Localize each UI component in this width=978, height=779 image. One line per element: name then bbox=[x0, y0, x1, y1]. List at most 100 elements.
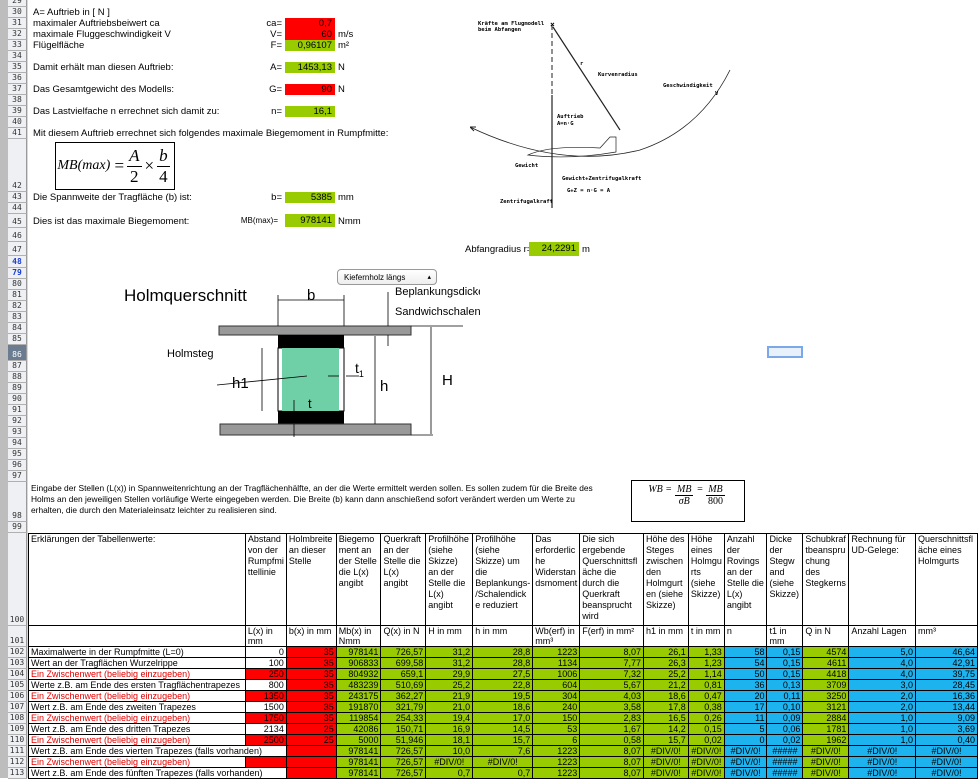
cell-l-x-in-mm[interactable]: 1500 bbox=[244, 701, 287, 713]
row-header-109[interactable]: 109 bbox=[8, 724, 27, 735]
row-header-96[interactable]: 96 bbox=[8, 460, 27, 471]
row-header-41[interactable]: 41 bbox=[8, 128, 27, 139]
row-header-37[interactable]: 37 bbox=[8, 84, 27, 95]
row-header-111[interactable]: 111 bbox=[8, 746, 27, 757]
row-header-42[interactable]: 42 bbox=[8, 139, 27, 192]
cell-b-x-in-mm[interactable]: 35 bbox=[285, 690, 337, 702]
row-header-33[interactable]: 33 bbox=[8, 40, 27, 51]
cell-l-x-in-mm[interactable]: 100 bbox=[244, 657, 287, 669]
row-header-31[interactable]: 31 bbox=[8, 18, 27, 29]
row-header-45[interactable]: 45 bbox=[8, 214, 27, 228]
row-header-110[interactable]: 110 bbox=[8, 735, 27, 746]
cell-b-x-in-mm[interactable]: 25 bbox=[285, 723, 337, 735]
input-v[interactable]: 60 bbox=[285, 29, 335, 40]
cell-b-x-in-mm[interactable]: 35 bbox=[285, 679, 337, 691]
row-header-108[interactable]: 108 bbox=[8, 713, 27, 724]
row-header-97[interactable]: 97 bbox=[8, 471, 27, 482]
table-row: Wert z.B. am Ende des fünften Trapezes (… bbox=[28, 767, 978, 779]
cell-b-x-in-mm[interactable]: 35 bbox=[285, 646, 337, 658]
cell-l-x-in-mm[interactable]: 0 bbox=[244, 646, 287, 658]
row-header-101[interactable]: 101 bbox=[8, 626, 27, 647]
row-header-46[interactable]: 46 bbox=[8, 228, 27, 242]
cell-l-x-in-mm[interactable]: 800 bbox=[244, 679, 287, 691]
row-header-82[interactable]: 82 bbox=[8, 301, 27, 312]
row-header-87[interactable]: 87 bbox=[8, 361, 27, 372]
row-header-39[interactable]: 39 bbox=[8, 106, 27, 117]
row-header-48[interactable]: 48 bbox=[8, 256, 27, 268]
row-header-44[interactable]: 44 bbox=[8, 203, 27, 214]
cell-l-x-in-mm[interactable]: 1350 bbox=[244, 690, 287, 702]
cell-b-x-in-mm[interactable] bbox=[285, 767, 337, 779]
row-header-47[interactable]: 47 bbox=[8, 242, 27, 256]
row-header-80[interactable]: 80 bbox=[8, 279, 27, 290]
cell-b-x-in-mm[interactable]: 25 bbox=[285, 734, 337, 746]
cell-b-x-in-mm[interactable]: 35 bbox=[285, 668, 337, 680]
row-header-85[interactable]: 85 bbox=[8, 334, 27, 345]
row-header-91[interactable]: 91 bbox=[8, 405, 27, 416]
selected-cell[interactable] bbox=[767, 346, 803, 358]
cell-b-x-in-mm[interactable] bbox=[285, 745, 337, 757]
row-header-83[interactable]: 83 bbox=[8, 312, 27, 323]
value-b[interactable]: 5385 bbox=[285, 192, 335, 203]
cell-l-x-in-mm[interactable]: 2134 bbox=[244, 723, 287, 735]
formula-lhs: MB(max) bbox=[57, 158, 111, 173]
row-header-29[interactable]: 29 bbox=[8, 0, 27, 7]
cell-q-x-in-n: 699,58 bbox=[380, 657, 427, 669]
material-dropdown[interactable]: Kiefernholz längs▴ bbox=[337, 269, 437, 285]
input-ca[interactable]: 0,7 bbox=[285, 18, 335, 29]
row-header-100[interactable]: 100 bbox=[8, 533, 27, 626]
table-row: Ein Zwischenwert (beliebig einzugeben)17… bbox=[28, 712, 978, 724]
cell-b-x-in-mm[interactable]: 35 bbox=[285, 657, 337, 669]
row-header-92[interactable]: 92 bbox=[8, 416, 27, 427]
row-header-103[interactable]: 103 bbox=[8, 658, 27, 669]
row-header-79[interactable]: 79 bbox=[8, 268, 27, 279]
value-mb-max[interactable]: 978141 bbox=[285, 214, 335, 227]
row-header-35[interactable]: 35 bbox=[8, 62, 27, 73]
value-n[interactable]: 16,1 bbox=[285, 106, 335, 117]
row-header-106[interactable]: 106 bbox=[8, 691, 27, 702]
row-header-105[interactable]: 105 bbox=[8, 680, 27, 691]
row-header-34[interactable]: 34 bbox=[8, 51, 27, 62]
cell-b-x-in-mm[interactable]: 35 bbox=[285, 701, 337, 713]
cell-l-x-in-mm[interactable]: 250 bbox=[244, 668, 287, 680]
value-abfangradius[interactable]: 24,2291 bbox=[529, 242, 579, 256]
value-f[interactable]: 0,96107 bbox=[285, 40, 335, 51]
input-g[interactable]: 90 bbox=[285, 84, 335, 95]
cell-f-erf-in-mm-: 0,58 bbox=[579, 734, 645, 746]
cell-wb-erf-in-mm-: 604 bbox=[532, 679, 581, 691]
row-header-36[interactable]: 36 bbox=[8, 73, 27, 84]
cell-l-x-in-mm[interactable]: 1750 bbox=[244, 712, 287, 724]
row-header-32[interactable]: 32 bbox=[8, 29, 27, 40]
table-row: Wert z.B. am Ende des vierten Trapezes (… bbox=[28, 745, 978, 757]
row-header-104[interactable]: 104 bbox=[8, 669, 27, 680]
row-header-112[interactable]: 112 bbox=[8, 757, 27, 768]
row-label: Wert an der Tragflächen Wurzelrippe bbox=[28, 657, 246, 669]
row-header-43[interactable]: 43 bbox=[8, 192, 27, 203]
row-header-93[interactable]: 93 bbox=[8, 427, 27, 438]
row-header-94[interactable]: 94 bbox=[8, 438, 27, 449]
cell-l-x-in-mm[interactable] bbox=[244, 756, 287, 768]
row-header-113[interactable]: 113 bbox=[8, 768, 27, 779]
row-header-40[interactable]: 40 bbox=[8, 117, 27, 128]
row-header-99[interactable]: 99 bbox=[8, 522, 27, 533]
row-header-95[interactable]: 95 bbox=[8, 449, 27, 460]
cell-wb-erf-in-mm-: 304 bbox=[532, 690, 581, 702]
row-header-30[interactable]: 30 bbox=[8, 7, 27, 18]
row-header-102[interactable]: 102 bbox=[8, 647, 27, 658]
cell-b-x-in-mm[interactable]: 35 bbox=[285, 712, 337, 724]
row-header-90[interactable]: 90 bbox=[8, 394, 27, 405]
cell-l-x-in-mm[interactable]: 2500 bbox=[244, 734, 287, 746]
value-a[interactable]: 1453,13 bbox=[285, 62, 335, 73]
row-header-86[interactable]: 86 bbox=[8, 345, 27, 361]
row-header-89[interactable]: 89 bbox=[8, 383, 27, 394]
cell-t-in-mm: 0,81 bbox=[687, 679, 725, 691]
cell-b-x-in-mm[interactable] bbox=[285, 756, 337, 768]
cell-t1-in-mm: 0,15 bbox=[766, 657, 804, 669]
cell-wb-erf-in-mm-: 1223 bbox=[532, 745, 581, 757]
row-header-84[interactable]: 84 bbox=[8, 323, 27, 334]
row-header-88[interactable]: 88 bbox=[8, 372, 27, 383]
row-header-107[interactable]: 107 bbox=[8, 702, 27, 713]
row-header-98[interactable]: 98 bbox=[8, 482, 27, 522]
row-header-38[interactable]: 38 bbox=[8, 95, 27, 106]
row-header-81[interactable]: 81 bbox=[8, 290, 27, 301]
